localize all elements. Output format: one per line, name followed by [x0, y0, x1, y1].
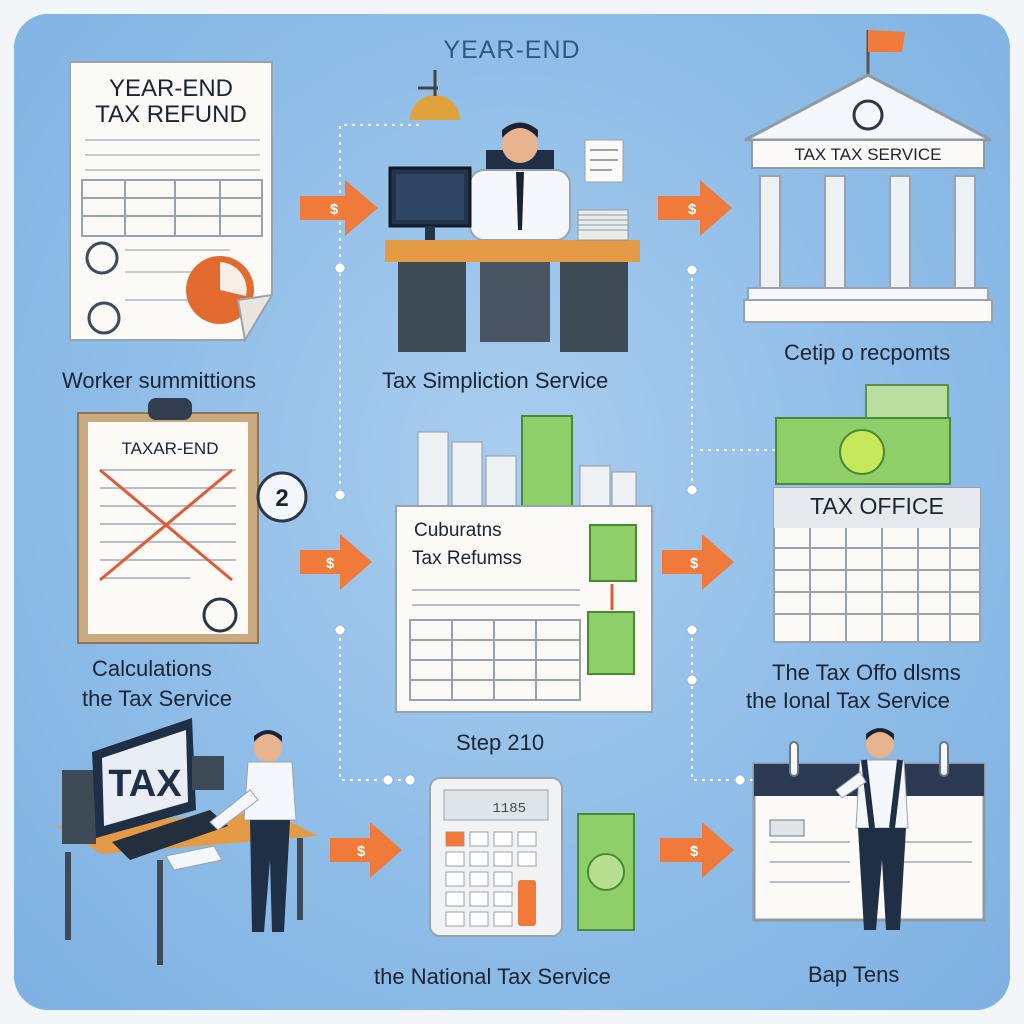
step1-doc-title-line2: TAX REFUND — [95, 101, 247, 128]
step3-label: Cetip o recpomts — [784, 340, 950, 366]
spreadsheet-title-line1: Cuburatns — [414, 520, 502, 541]
banknote-icon — [588, 612, 634, 674]
clipboard-title-text: TAXAR-END — [122, 439, 219, 458]
step6-label-line2: the Ional Tax Service — [746, 688, 950, 714]
step9-label: Bap Tens — [808, 962, 899, 988]
step6-label-line1: The Tax Offo dlsms — [772, 660, 961, 686]
step1-label: Worker summittions — [62, 368, 256, 394]
step5-label: Step 210 — [456, 730, 544, 756]
clipboard-document — [78, 398, 306, 643]
step4-label-line1: Calculations — [92, 656, 212, 682]
arrow-dollar-glyph: $ — [357, 843, 366, 860]
step8-label: the National Tax Service — [374, 964, 611, 990]
calculator-with-money — [430, 778, 634, 936]
step4-label-line2: the Tax Service — [82, 686, 232, 712]
office-sign-text: TAX OFFICE — [810, 493, 944, 519]
arrow-step7-to-step8 — [330, 822, 402, 878]
tax-service-building — [744, 30, 992, 322]
spreadsheet-title-line2: Tax Refumss — [412, 548, 522, 569]
worker-at-calendar — [754, 728, 984, 930]
step1-doc-title-line1: YEAR-END — [109, 75, 233, 102]
page-title: YEAR-END — [412, 36, 612, 65]
building-sign-text: TAX TAX SERVICE — [794, 145, 941, 164]
arrow-step4-to-step5 — [300, 534, 372, 590]
arrow-dollar-glyph: $ — [690, 843, 699, 860]
worker-at-computer — [56, 718, 318, 965]
lamp-icon — [410, 95, 460, 120]
arrow-step1-to-step2 — [300, 180, 378, 236]
arrow-dollar-glyph: $ — [688, 201, 697, 218]
calculator-display-text: 1185 — [492, 801, 526, 817]
arrow-dollar-glyph: $ — [330, 201, 339, 218]
monitor-text: TAX — [108, 763, 182, 805]
flag-icon — [868, 30, 905, 52]
banknote-icon — [590, 525, 636, 581]
step2-label: Tax Simpliction Service — [382, 368, 608, 394]
step-badge-number: 2 — [275, 485, 288, 512]
arrow-dollar-glyph: $ — [326, 555, 335, 572]
worker-at-desk — [385, 70, 640, 352]
clip-icon — [148, 398, 192, 420]
arrow-dollar-glyph: $ — [690, 555, 699, 572]
